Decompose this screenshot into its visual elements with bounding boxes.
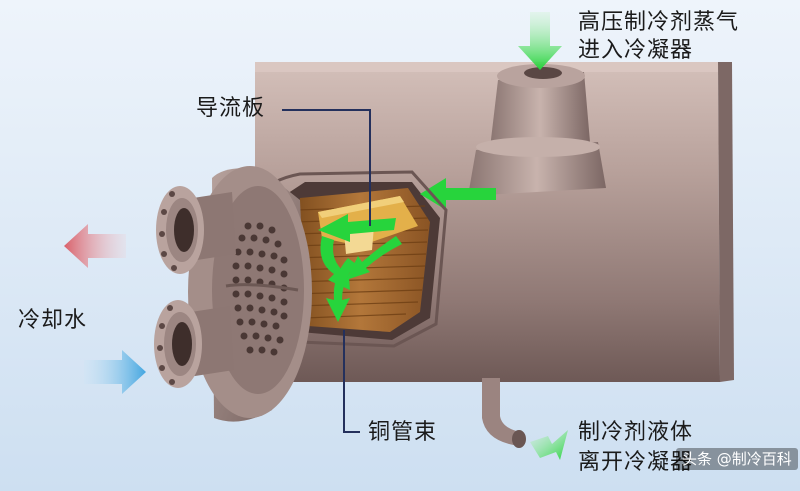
arrow-left-icon xyxy=(64,224,126,268)
arrow-down-icon xyxy=(518,12,562,70)
cooling-water-label: 冷却水 xyxy=(18,308,88,333)
vapor-inlet-nozzle xyxy=(468,64,606,196)
tube-bundle-leader xyxy=(343,330,360,433)
liquid-outlet-label-line1: 制冷剂液体 xyxy=(578,420,694,445)
liquid-outlet-arrow-icon xyxy=(530,430,568,460)
tube-bundle-label: 铜管束 xyxy=(368,420,438,445)
tube-sheet-holes xyxy=(232,222,288,356)
liquid-outlet-pipe xyxy=(482,378,526,448)
vapor-inlet-label-line2: 进入冷凝器 xyxy=(578,38,694,63)
baffle-leader xyxy=(282,109,371,226)
watermark: 头条 @制冷百科 xyxy=(676,448,798,470)
arrow-right-icon xyxy=(84,350,146,394)
baffle-label: 导流板 xyxy=(196,96,266,121)
vapor-inlet-label-line1: 高压制冷剂蒸气 xyxy=(578,10,740,35)
liquid-outlet-label-line2: 离开冷凝器 xyxy=(578,450,694,475)
leader-lines xyxy=(282,109,371,433)
water-inlet-nozzle xyxy=(154,300,234,388)
water-outlet-nozzle xyxy=(156,186,236,274)
